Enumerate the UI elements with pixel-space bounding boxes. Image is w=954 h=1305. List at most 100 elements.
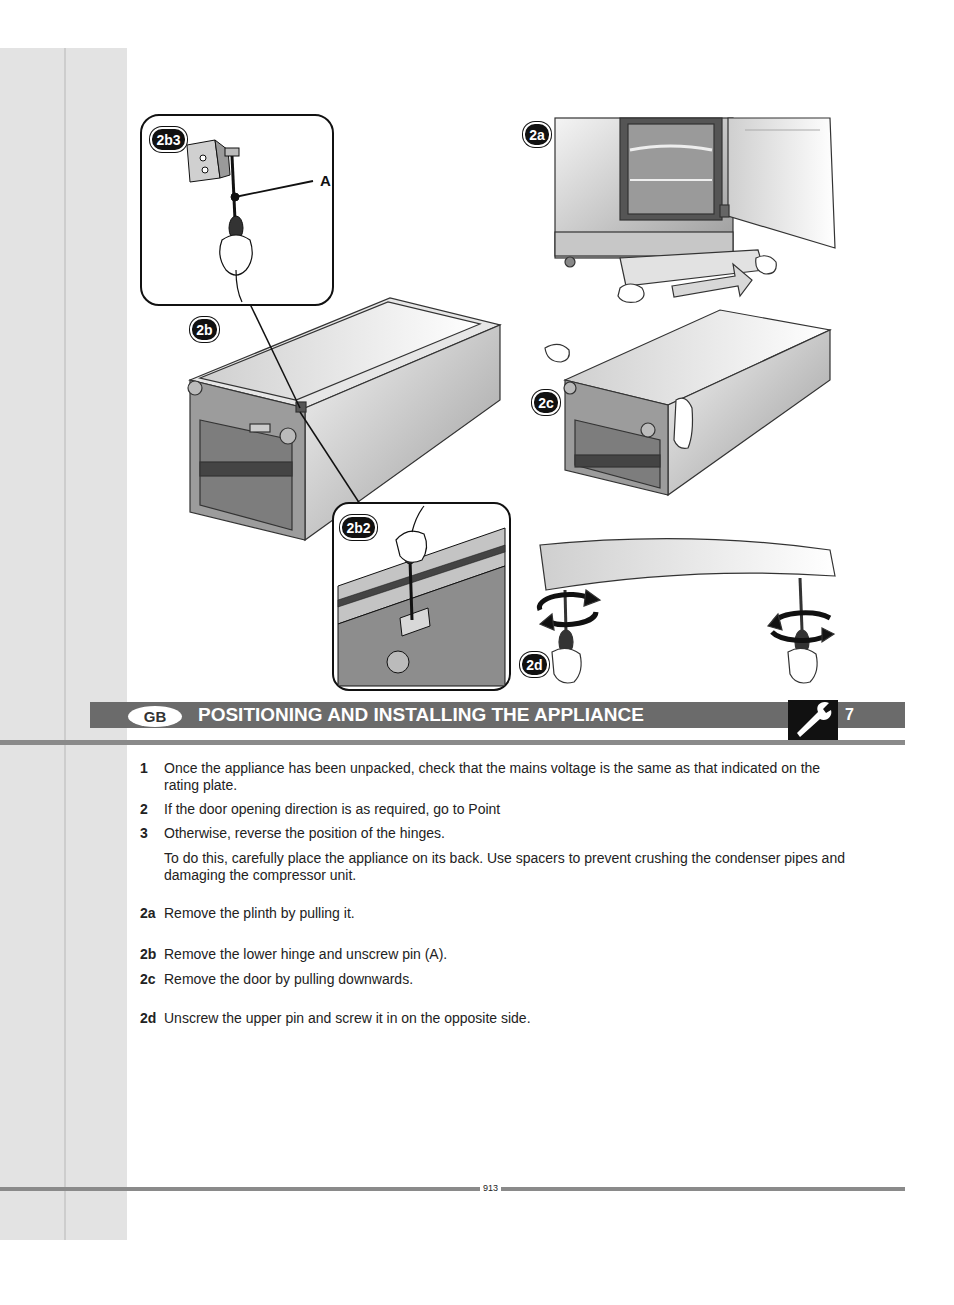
fridge-open-figure [618, 284, 644, 302]
badge-text: 2b [196, 323, 212, 337]
section-header-band [788, 700, 838, 742]
leader-line [300, 412, 360, 504]
badge-text: 2b3 [156, 133, 180, 147]
fridge-door-removal-figure [641, 423, 655, 437]
fridge-lying-figure [250, 424, 270, 432]
door-pin-figure [540, 614, 554, 630]
step-number: 2 [140, 801, 148, 818]
badge-text: GB [144, 709, 167, 724]
step-text: Once the appliance has been unpacked, ch… [164, 760, 854, 794]
page-sidebar [0, 48, 127, 1240]
detail-inset [200, 155, 206, 161]
detail-inset [396, 531, 427, 562]
door-pin-figure [822, 628, 834, 642]
fridge-open-figure [756, 256, 777, 274]
fridge-lying-figure [190, 380, 305, 540]
detail-inset [225, 148, 239, 156]
fridge-open-figure [565, 257, 575, 267]
fridge-door-removal-figure [674, 398, 693, 448]
badge-text: 2a [529, 128, 545, 142]
fridge-door-removal-figure [575, 455, 660, 467]
badge-text: 2d [526, 658, 542, 672]
detail-inset [141, 115, 333, 305]
detail-inset [338, 566, 505, 686]
step-text: Remove the plinth by pulling it. [164, 905, 854, 922]
fridge-open-figure [630, 179, 712, 181]
detail-inset [412, 506, 424, 532]
detail-inset [141, 115, 333, 305]
detail-inset [215, 140, 230, 178]
section-header-band [0, 700, 905, 745]
door-pin-figure [788, 648, 817, 683]
detail-inset [333, 503, 510, 690]
detail-inset [232, 156, 235, 220]
step-text: Unscrew the upper pin and screw it in on… [164, 1010, 854, 1027]
fridge-open-figure [745, 129, 820, 130]
step-text: Otherwise, reverse the position of the h… [164, 825, 854, 842]
detail-inset [333, 503, 510, 690]
door-pin-figure [552, 648, 581, 683]
fridge-open-figure [672, 264, 752, 297]
door-pin-figure [539, 594, 590, 610]
page-sidebar [64, 48, 66, 1240]
door-pin-figure [774, 613, 830, 622]
fridge-open-figure [628, 124, 714, 214]
fridge-lying-figure [280, 428, 296, 444]
figure-badge: 2a [523, 122, 551, 147]
page-number: 7 [845, 705, 854, 725]
part-letter: A [320, 172, 331, 189]
page-sidebar [0, 48, 127, 1240]
door-pin-figure [772, 632, 826, 640]
leader-line [250, 304, 300, 408]
step-number: 2b [140, 946, 156, 963]
door-pin-figure [768, 614, 782, 630]
detail-inset [387, 651, 409, 673]
section-header-band [90, 702, 905, 728]
fridge-door-removal-figure [668, 330, 830, 495]
detail-inset [187, 140, 220, 182]
fridge-door-removal-figure [545, 344, 569, 362]
detail-inset [236, 270, 242, 302]
step-text: If the door opening direction is as requ… [164, 801, 854, 818]
badge-text: 2c [538, 396, 554, 410]
footer-code: 913 [480, 1183, 501, 1194]
fridge-lying-figure [200, 420, 292, 530]
step-number: 2c [140, 971, 156, 988]
fridge-door-removal-figure [575, 420, 660, 488]
step-text: To do this, carefully place the applianc… [164, 850, 854, 884]
badge-text: 2b2 [346, 521, 370, 535]
detail-inset [235, 181, 313, 197]
detail-inset [220, 235, 253, 275]
figure-badge: 2b3 [150, 127, 187, 152]
fridge-open-figure [630, 146, 712, 150]
fridge-open-figure [728, 118, 835, 248]
step-number: 2d [140, 1010, 156, 1027]
door-pin-figure [540, 539, 835, 590]
fridge-open-figure [555, 118, 733, 258]
door-pin-figure [548, 612, 596, 625]
figure-badge: 2d [520, 652, 549, 677]
fridge-door-removal-figure [545, 310, 830, 495]
leader-line [250, 304, 360, 504]
fridge-open-figure [620, 118, 722, 220]
fridge-lying-figure [200, 462, 292, 476]
step-text: Remove the lower hinge and unscrew pin (… [164, 946, 854, 963]
figure-badge: 2b2 [340, 515, 377, 540]
section-header-band [797, 702, 831, 737]
step-number: 1 [140, 760, 148, 777]
fridge-open-figure [555, 118, 835, 302]
step-text: Remove the door by pulling downwards. [164, 971, 854, 988]
section-header-band [0, 740, 905, 745]
section-title: POSITIONING AND INSTALLING THE APPLIANCE [198, 703, 644, 727]
door-pin-figure [800, 578, 802, 630]
step-number: 2a [140, 905, 156, 922]
fridge-lying-figure [188, 381, 202, 395]
language-oval: GB [128, 706, 182, 727]
figure-badge: 2b [190, 317, 219, 342]
fridge-open-figure [720, 205, 729, 217]
fridge-door-removal-figure [565, 380, 668, 495]
detail-inset [410, 560, 412, 620]
step-number: 3 [140, 825, 148, 842]
detail-inset [202, 167, 208, 173]
